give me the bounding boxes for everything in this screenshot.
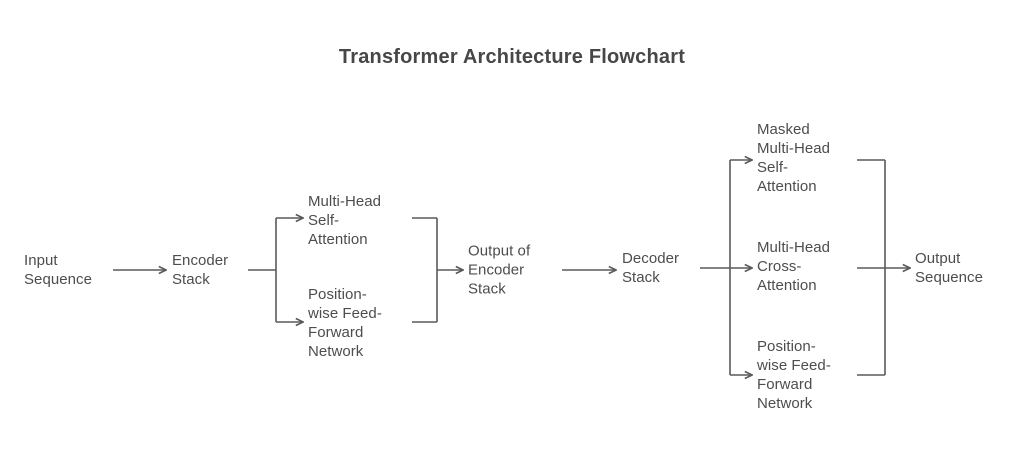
node-output-sequence[interactable]: Output Sequence bbox=[915, 249, 983, 286]
node-encoder-feed-forward[interactable]: Position- wise Feed- Forward Network bbox=[308, 286, 382, 361]
node-encoder-stack[interactable]: Encoder Stack bbox=[172, 251, 229, 288]
node-decoder-cross-attention[interactable]: Multi-Head Cross- Attention bbox=[757, 239, 831, 295]
node-decoder-masked-self-attention[interactable]: Masked Multi-Head Self- Attention bbox=[757, 121, 831, 196]
page-title: Transformer Architecture Flowchart bbox=[338, 46, 686, 68]
node-encoder-output[interactable]: Output of Encoder Stack bbox=[468, 242, 531, 298]
node-decoder-feed-forward[interactable]: Position- wise Feed- Forward Network bbox=[757, 338, 831, 413]
node-input-sequence[interactable]: Input Sequence bbox=[24, 251, 92, 288]
node-encoder-self-attention[interactable]: Multi-Head Self- Attention bbox=[308, 193, 382, 249]
node-decoder-stack[interactable]: Decoder Stack bbox=[622, 249, 680, 286]
